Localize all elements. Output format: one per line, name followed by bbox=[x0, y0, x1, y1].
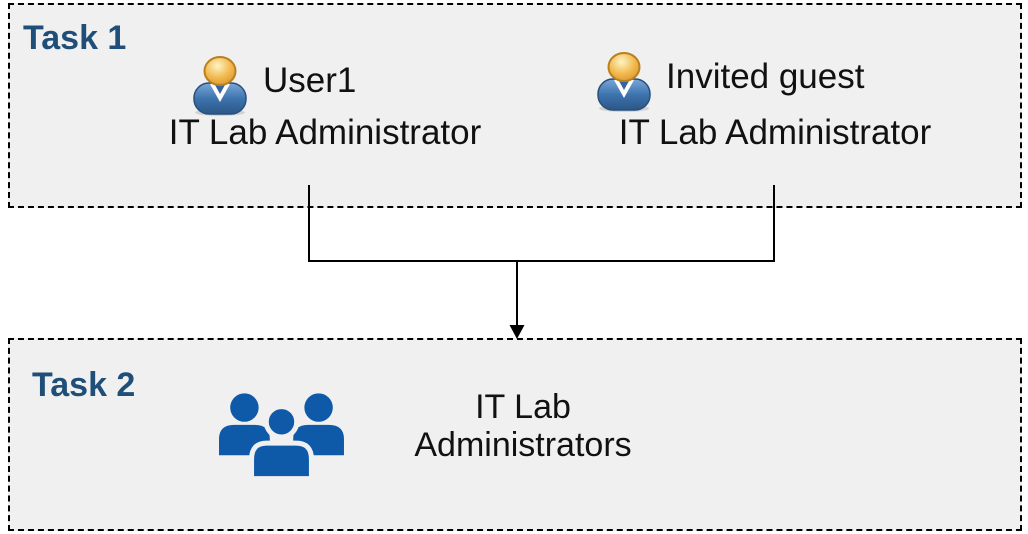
people-group-icon bbox=[218, 391, 345, 481]
user-role: IT Lab Administrator bbox=[618, 113, 932, 152]
group-name-line2: Administrators bbox=[414, 426, 632, 464]
user-icon bbox=[188, 56, 252, 116]
task1-box: Task 1 User1 IT Lab Administrator Invite… bbox=[8, 3, 1022, 208]
task1-label: Task 1 bbox=[23, 19, 127, 57]
user-icon bbox=[592, 52, 656, 112]
task2-box: Task 2 IT Lab Administrators bbox=[8, 338, 1022, 531]
task2-label: Task 2 bbox=[32, 366, 136, 404]
user-role: IT Lab Administrator bbox=[168, 113, 482, 152]
group-name: IT Lab Administrators bbox=[348, 388, 698, 464]
user-name: Invited guest bbox=[666, 57, 865, 96]
group-name-line1: IT Lab bbox=[475, 388, 571, 426]
user-name: User1 bbox=[263, 61, 357, 100]
arrow-head-icon bbox=[509, 325, 525, 339]
